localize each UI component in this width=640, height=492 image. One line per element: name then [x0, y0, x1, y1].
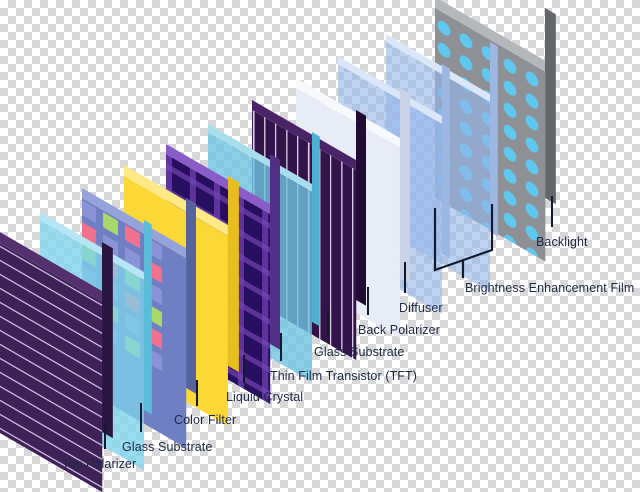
label-back-polarizer: Back Polarizer: [358, 323, 440, 337]
leader-color-filter: [196, 380, 198, 406]
leader-top-polarizer: [104, 424, 106, 449]
label-top-polarizer: Top Polarizer: [62, 457, 137, 471]
leader-bracket-brightness-enhancement-film: [432, 204, 522, 278]
label-thin-film-transistor: Thin Film Transistor (TFT): [270, 369, 418, 383]
label-backlight: Backlight: [536, 235, 588, 249]
label-brightness-enhancement-film: Brightness Enhancement Film: [465, 281, 635, 295]
label-color-filter: Color Filter: [174, 413, 237, 427]
leader-thin-film-transistor: [280, 333, 282, 361]
label-glass-substrate-back: Glass Substrate: [314, 345, 405, 359]
leader-glass-substrate-back: [327, 310, 329, 337]
label-glass-substrate-front: Glass Substrate: [122, 440, 213, 454]
leader-backlight: [551, 196, 553, 227]
leader-diffuser: [404, 262, 406, 293]
leader-back-polarizer: [367, 287, 369, 315]
label-liquid-crystal: Liquid Crystal: [226, 390, 304, 404]
leader-glass-substrate-front: [140, 403, 142, 432]
label-diffuser: Diffuser: [399, 301, 443, 315]
leader-liquid-crystal: [243, 355, 245, 383]
